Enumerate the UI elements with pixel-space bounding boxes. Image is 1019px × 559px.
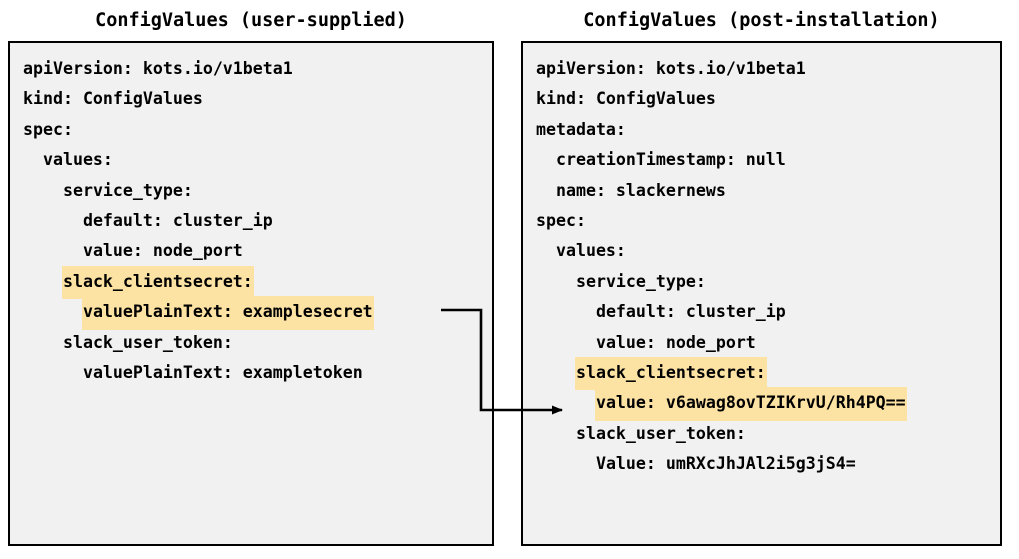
code-text: slack_user_token: bbox=[575, 423, 746, 443]
code-text: kind: ConfigValues bbox=[23, 89, 203, 109]
code-text: valuePlainText: exampletoken bbox=[82, 362, 363, 382]
code-indent bbox=[22, 272, 62, 291]
code-text: spec: bbox=[536, 210, 586, 230]
code-line: service_type: bbox=[523, 266, 1000, 296]
code-line: apiVersion: kots.io/v1beta1 bbox=[10, 53, 492, 83]
code-indent bbox=[22, 241, 82, 260]
code-line: valuePlainText: examplesecret bbox=[10, 296, 492, 330]
code-indent bbox=[22, 211, 82, 230]
code-line: Value: umRXcJhJAl2i5g3jS4= bbox=[523, 448, 1000, 478]
code-line: slack_user_token: bbox=[10, 327, 492, 357]
code-line: slack_clientsecret: bbox=[10, 265, 492, 300]
code-line: value: node_port bbox=[523, 327, 1000, 357]
code-indent bbox=[535, 272, 575, 291]
code-text: default: cluster_ip bbox=[82, 210, 273, 230]
panel-title-post-installation: ConfigValues (post-installation) bbox=[583, 10, 940, 31]
code-indent bbox=[535, 424, 575, 443]
code-line: kind: ConfigValues bbox=[523, 83, 1000, 113]
code-line: slack_clientsecret: bbox=[523, 356, 1000, 391]
code-block-user-supplied: apiVersion: kots.io/v1beta1 kind: ConfigV… bbox=[10, 43, 492, 387]
code-line: apiVersion: kots.io/v1beta1 bbox=[523, 53, 1000, 83]
code-indent bbox=[535, 363, 575, 382]
code-text: apiVersion: kots.io/v1beta1 bbox=[23, 59, 293, 78]
code-line: default: cluster_ip bbox=[523, 296, 1000, 326]
code-text: slack_user_token: bbox=[62, 332, 233, 352]
code-line: service_type: bbox=[10, 175, 492, 205]
code-text: slack_clientsecret: bbox=[574, 356, 767, 391]
code-line: name: slackernews bbox=[523, 175, 1000, 205]
code-text: name: slackernews bbox=[555, 180, 726, 200]
panel-title-user-supplied: ConfigValues (user-supplied) bbox=[95, 10, 407, 31]
code-text: slack_clientsecret: bbox=[61, 265, 254, 300]
code-text: value: node_port bbox=[82, 241, 243, 261]
code-line: spec: bbox=[523, 205, 1000, 235]
code-text: spec: bbox=[23, 119, 73, 139]
code-text: apiVersion: kots.io/v1beta1 bbox=[536, 59, 806, 78]
code-indent bbox=[535, 393, 595, 412]
code-line: valuePlainText: exampletoken bbox=[10, 357, 492, 387]
code-text: value: node_port bbox=[595, 332, 756, 352]
code-indent bbox=[535, 302, 595, 321]
code-text: kind: ConfigValues bbox=[536, 89, 716, 109]
code-indent bbox=[535, 181, 555, 200]
code-text: values: bbox=[555, 241, 626, 261]
code-text: default: cluster_ip bbox=[595, 302, 786, 322]
code-text: creationTimestamp: null bbox=[555, 150, 786, 170]
code-line: default: cluster_ip bbox=[10, 205, 492, 235]
code-indent bbox=[535, 454, 595, 473]
code-text: metadata: bbox=[536, 119, 626, 139]
code-text: service_type: bbox=[575, 271, 706, 291]
code-block-post-installation: apiVersion: kots.io/v1beta1 kind: ConfigV… bbox=[523, 43, 1000, 478]
code-line: value: v6awag8ovTZIKrvU/Rh4PQ== bbox=[523, 387, 1000, 421]
code-text: service_type: bbox=[62, 180, 193, 200]
code-text: Value: umRXcJhJAl2i5g3jS4= bbox=[595, 454, 856, 474]
code-indent bbox=[22, 302, 82, 321]
code-line: kind: ConfigValues bbox=[10, 83, 492, 113]
code-line: metadata: bbox=[523, 114, 1000, 144]
code-indent bbox=[535, 150, 555, 169]
code-line: values: bbox=[10, 144, 492, 174]
code-line: values: bbox=[523, 235, 1000, 265]
code-line: creationTimestamp: null bbox=[523, 144, 1000, 174]
code-line: spec: bbox=[10, 114, 492, 144]
code-line: value: node_port bbox=[10, 235, 492, 265]
panel-post-installation: apiVersion: kots.io/v1beta1 kind: ConfigV… bbox=[521, 41, 1002, 546]
code-text: value: v6awag8ovTZIKrvU/Rh4PQ== bbox=[594, 387, 907, 421]
code-indent bbox=[22, 333, 62, 352]
code-indent bbox=[535, 333, 595, 352]
code-indent bbox=[22, 363, 82, 382]
code-line: slack_user_token: bbox=[523, 418, 1000, 448]
code-indent bbox=[22, 181, 62, 200]
code-indent bbox=[22, 150, 42, 169]
code-text: valuePlainText: examplesecret bbox=[81, 296, 374, 330]
code-text: values: bbox=[42, 150, 113, 170]
panel-user-supplied: apiVersion: kots.io/v1beta1 kind: ConfigV… bbox=[8, 41, 494, 546]
code-indent bbox=[535, 241, 555, 260]
